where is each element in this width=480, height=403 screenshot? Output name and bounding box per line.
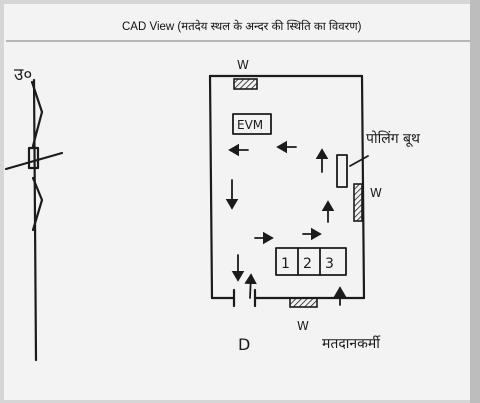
compartment-leader-line	[349, 155, 369, 167]
compass-upper-wing	[30, 80, 44, 148]
compass-center-box	[27, 146, 40, 170]
north-label: उ०	[14, 65, 32, 85]
window-right: W	[353, 183, 382, 222]
officials-label: मतदानकर्मी	[322, 335, 381, 352]
desk-group-box	[275, 247, 347, 276]
voting-compartment: पोलिंग बूथ	[336, 130, 421, 188]
page-title: CAD View (मतदेय स्थल के अन्दर की स्थिति …	[122, 19, 362, 33]
room-wall-left	[208, 74, 214, 300]
paper-shadow	[470, 0, 480, 403]
window-top-label: W	[237, 58, 249, 72]
arrow-enter-up	[244, 273, 257, 299]
desk-1-label: 1	[281, 256, 290, 272]
window-bottom: W	[289, 297, 318, 333]
window-right-label: W	[370, 186, 382, 200]
voter-flow-arrows	[225, 140, 347, 306]
window-bottom-label: W	[297, 319, 309, 333]
window-top: W	[233, 58, 258, 90]
evm-label: EVM	[237, 118, 263, 132]
north-compass: उ०	[4, 65, 64, 362]
officials-desks: 1 2 3	[275, 247, 347, 276]
desk-3-label: 3	[325, 256, 334, 272]
door-label: D	[238, 335, 250, 354]
room-wall-right	[360, 74, 366, 300]
evm-box	[232, 113, 272, 135]
evm-unit: EVM	[232, 113, 272, 135]
polling-room	[208, 74, 366, 300]
compass-lower-wing	[31, 176, 44, 232]
desk-2-label: 2	[303, 256, 312, 272]
booth-label: पोलिंग बूथ	[366, 130, 421, 147]
compartment-box	[336, 154, 348, 188]
door: D	[232, 288, 257, 354]
compass-cross-line	[4, 151, 64, 171]
